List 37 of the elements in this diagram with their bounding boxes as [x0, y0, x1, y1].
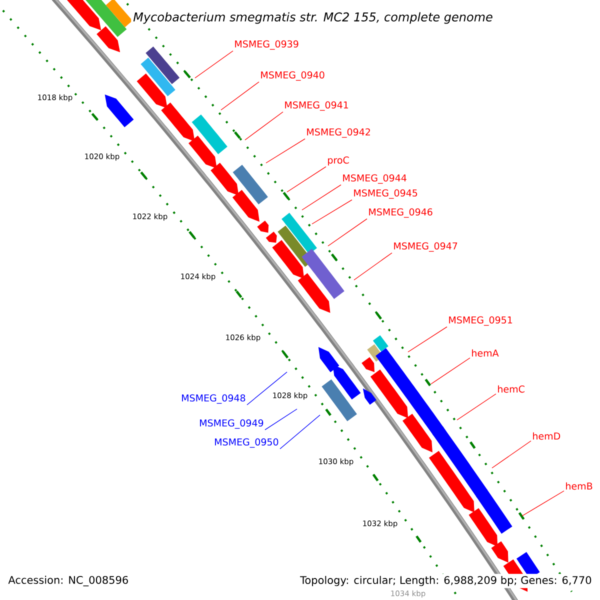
gene-label: hemD	[533, 432, 560, 440]
gene-label: MSMEG_0949	[200, 419, 264, 429]
gene-label: MSMEG_0950	[215, 438, 278, 448]
gene-label: MSMEG_0940	[261, 71, 324, 81]
gene-label: MSMEG_0941	[285, 101, 348, 111]
leader-line	[408, 326, 448, 352]
leader-line	[280, 414, 320, 450]
gene-label: MSMEG_0942	[307, 128, 370, 138]
gene-label: MSMEG_0951	[449, 316, 512, 326]
leader-line	[286, 166, 326, 192]
leader-line	[244, 112, 284, 140]
leader-line	[264, 408, 298, 430]
gene-label: MSMEG_0947	[394, 242, 458, 252]
leader-line	[220, 82, 260, 110]
gene-label: MSMEG_0946	[369, 208, 432, 218]
gene-label: MSMEG_0945	[354, 189, 418, 199]
leader-line	[302, 184, 342, 210]
leader-line	[430, 358, 470, 384]
gene-label: hemA	[472, 349, 499, 357]
leader-line	[354, 252, 392, 280]
gene-label: hemB	[566, 482, 592, 490]
leader-line	[328, 218, 368, 246]
leader-line	[194, 50, 234, 78]
gene-label: MSMEG_0939	[235, 40, 298, 50]
gene-label: proC	[328, 156, 349, 166]
gene-label: MSMEG_0944	[343, 174, 406, 184]
leader-line	[492, 440, 532, 468]
leader-line	[312, 200, 352, 224]
genome-info-text: Topology: circular; Length: 6,988,209 bp; Genes: 6,770	[298, 574, 594, 588]
gene-label: MSMEG_0948	[182, 394, 246, 404]
accession-text: Accession: NC_008596	[6, 574, 131, 588]
leader-line	[266, 138, 306, 164]
leader-line	[246, 372, 288, 406]
title: Mycobacterium smegmatis str. MC2 155, complete genome	[131, 10, 495, 26]
leader-line	[456, 394, 496, 420]
gene-label: hemC	[498, 385, 524, 393]
leader-line	[522, 490, 564, 516]
